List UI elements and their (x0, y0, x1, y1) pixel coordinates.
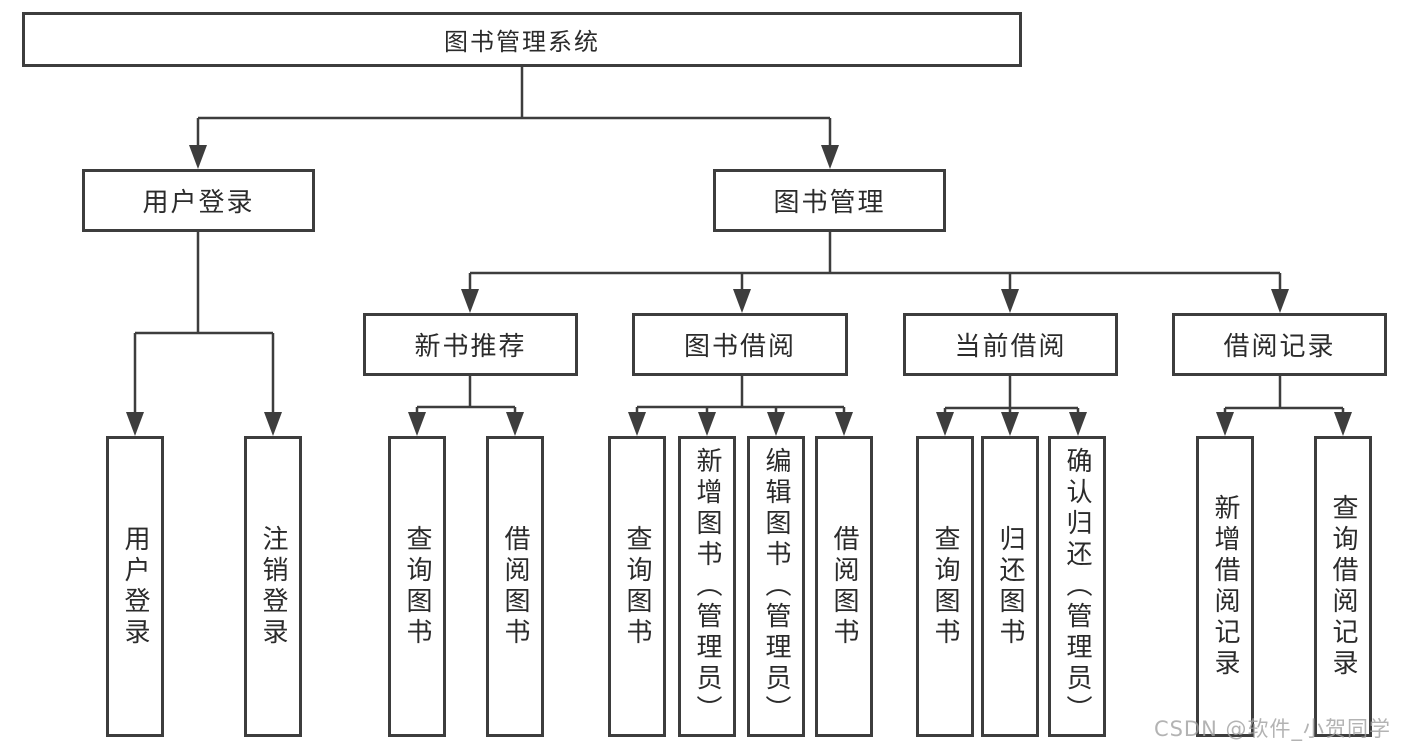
leaf-user-login-label: 用户登录 (120, 524, 150, 649)
node-current-borrow: 当前借阅 (903, 313, 1118, 376)
node-root-label: 图书管理系统 (444, 28, 600, 56)
leaf-logout-label: 注销登录 (258, 524, 288, 649)
leaf-borrow-borrow-books: 借阅图书 (815, 436, 873, 737)
arrow-down-icon (821, 145, 839, 169)
leaf-borrow-add-books-admin: 新增图书（管理员） (678, 436, 736, 737)
leaf-borrow-query-books: 查询图书 (608, 436, 666, 737)
arrow-down-icon (1334, 412, 1352, 436)
node-book-management-label: 图书管理 (773, 188, 886, 218)
leaf-current-confirm-return-admin-label: 确认归还（管理员） (1062, 447, 1092, 726)
arrow-down-icon (1069, 412, 1087, 436)
arrow-down-icon (835, 412, 853, 436)
leaf-current-confirm-return-admin: 确认归还（管理员） (1048, 436, 1106, 737)
node-new-book-recommend: 新书推荐 (363, 313, 578, 376)
node-borrow-records-label: 借阅记录 (1223, 332, 1336, 362)
leaf-recommend-borrow-books: 借阅图书 (486, 436, 544, 737)
leaf-borrow-query-books-label: 查询图书 (622, 524, 652, 649)
node-book-borrow: 图书借阅 (632, 313, 848, 376)
arrow-down-icon (698, 412, 716, 436)
node-book-borrow-label: 图书借阅 (683, 332, 796, 362)
leaf-records-add-record: 新增借阅记录 (1196, 436, 1254, 737)
csdn-watermark: CSDN @软件_小贺同学 (1153, 717, 1391, 741)
node-root: 图书管理系统 (22, 12, 1022, 67)
arrow-down-icon (1216, 412, 1234, 436)
arrow-down-icon (1271, 289, 1289, 313)
arrow-down-icon (733, 289, 751, 313)
node-borrow-records: 借阅记录 (1172, 313, 1387, 376)
arrow-down-icon (767, 412, 785, 436)
arrowhead-icons (126, 145, 1352, 436)
leaf-recommend-query-books: 查询图书 (388, 436, 446, 737)
leaf-current-query-books-label: 查询图书 (930, 524, 960, 649)
leaf-borrow-add-books-admin-label: 新增图书（管理员） (692, 447, 722, 726)
leaf-user-login: 用户登录 (106, 436, 164, 737)
leaf-borrow-edit-books-admin: 编辑图书（管理员） (747, 436, 805, 737)
leaf-current-query-books: 查询图书 (916, 436, 974, 737)
leaf-current-return-books: 归还图书 (981, 436, 1039, 737)
leaf-current-return-books-label: 归还图书 (995, 524, 1025, 649)
arrow-down-icon (126, 412, 144, 436)
leaf-recommend-query-books-label: 查询图书 (402, 524, 432, 649)
leaf-records-query-record: 查询借阅记录 (1314, 436, 1372, 737)
arrow-down-icon (628, 412, 646, 436)
leaf-recommend-borrow-books-label: 借阅图书 (500, 524, 530, 649)
tree-connector-path (133, 67, 1345, 414)
arrow-down-icon (1001, 412, 1019, 436)
arrow-down-icon (936, 412, 954, 436)
node-book-management: 图书管理 (713, 169, 946, 232)
arrow-down-icon (506, 412, 524, 436)
leaf-borrow-edit-books-admin-label: 编辑图书（管理员） (761, 447, 791, 726)
arrow-down-icon (461, 289, 479, 313)
node-user-login: 用户登录 (82, 169, 315, 232)
leaf-borrow-borrow-books-label: 借阅图书 (829, 524, 859, 649)
node-current-borrow-label: 当前借阅 (954, 332, 1067, 362)
node-new-book-recommend-label: 新书推荐 (414, 332, 527, 362)
arrow-down-icon (1001, 289, 1019, 313)
node-user-login-label: 用户登录 (142, 188, 255, 218)
arrow-down-icon (189, 145, 207, 169)
leaf-logout: 注销登录 (244, 436, 302, 737)
arrow-down-icon (264, 412, 282, 436)
leaf-records-add-record-label: 新增借阅记录 (1210, 493, 1240, 680)
leaf-records-query-record-label: 查询借阅记录 (1328, 493, 1358, 680)
arrow-down-icon (408, 412, 426, 436)
